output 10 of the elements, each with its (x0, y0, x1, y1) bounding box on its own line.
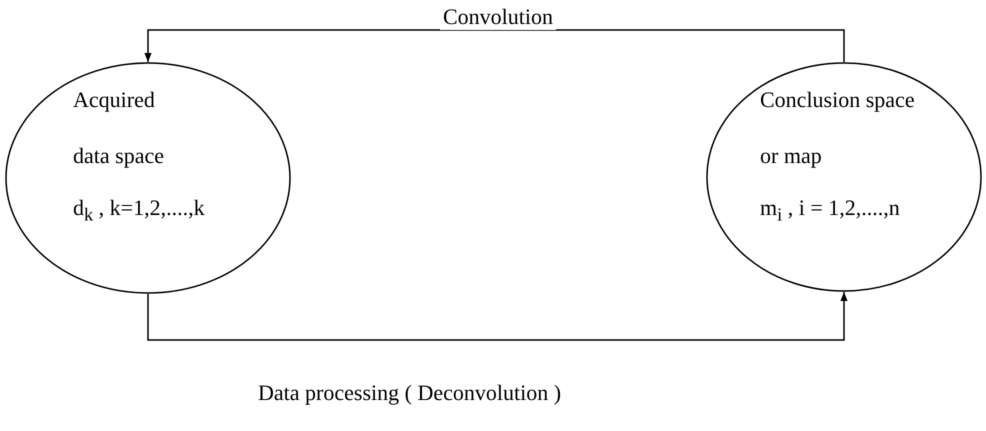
arrow (147, 292, 848, 341)
node-text: or map (760, 144, 822, 168)
node-text: d$_{k}$ , k=1,2,....,k (73, 196, 205, 225)
ellipse-node (706, 62, 982, 292)
node-text: m$_{i}$ , i = 1,2,....,n (760, 196, 900, 225)
node-text: Conclusion space (760, 88, 915, 112)
ellipse-node (5, 62, 291, 294)
node-text: data space (73, 144, 164, 168)
node-text: Acquired (73, 88, 155, 112)
arrow (144, 29, 845, 62)
